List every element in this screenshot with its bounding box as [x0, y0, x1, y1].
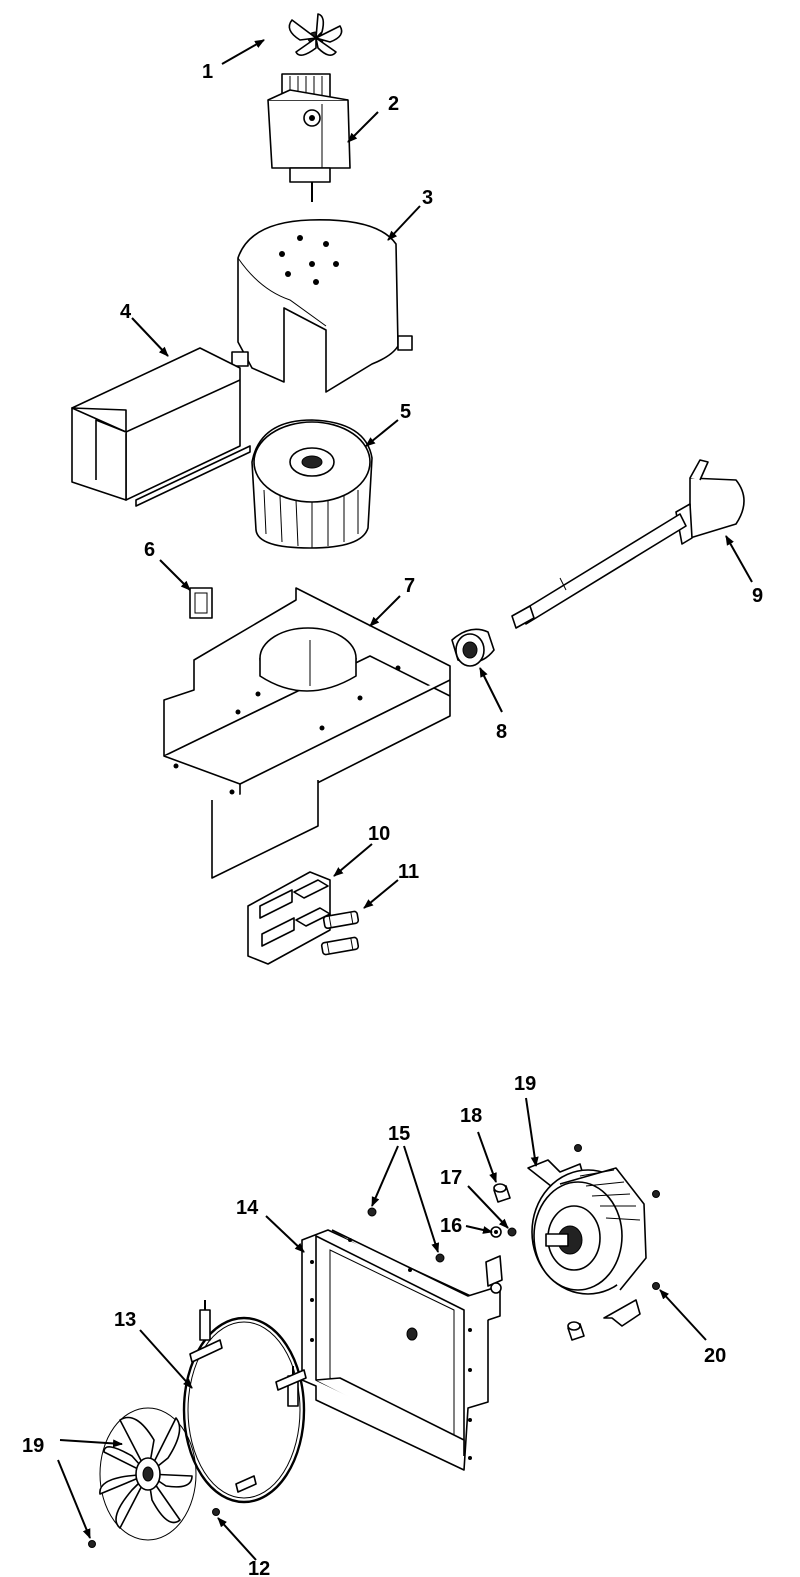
callout-5: 5: [400, 401, 411, 423]
fuses: [320, 910, 360, 956]
callout-10: 10: [368, 823, 390, 845]
small-fan-blade: [288, 13, 343, 56]
convection-motor: [527, 1159, 647, 1327]
callout-11: 11: [398, 861, 419, 883]
callout-18: 18: [460, 1105, 482, 1127]
callout-4: 4: [120, 301, 132, 323]
callout-14: 14: [236, 1197, 259, 1219]
callout-8: 8: [496, 721, 507, 743]
callout-2: 2: [388, 93, 399, 115]
convection-housing: [301, 1229, 503, 1471]
convection-fan-blade: [99, 1407, 197, 1541]
blower-wheel: [251, 419, 373, 549]
callout-9: 9: [752, 585, 763, 607]
callout-17: 17: [440, 1167, 462, 1189]
callout-16: 16: [440, 1215, 462, 1237]
callout-19-fan: 19: [22, 1435, 44, 1457]
mounting-clip: [189, 587, 213, 619]
callout-labels: 1 2 3 4 5 6 7 8 9 10 11 12 13 14 15 16 1…: [22, 61, 763, 1577]
callout-13: 13: [114, 1309, 136, 1331]
air-duct: [71, 347, 251, 507]
terminal-block: [247, 871, 331, 965]
callout-12: 12: [248, 1558, 270, 1577]
blower-housing: [231, 219, 413, 393]
callout-3: 3: [422, 187, 433, 209]
leader-lines: [57, 39, 753, 1561]
power-cord-probe: [511, 459, 745, 629]
callout-1: 1: [202, 61, 213, 83]
callout-7: 7: [404, 575, 415, 597]
spacers: [493, 1183, 585, 1341]
fan-motor: [267, 73, 351, 202]
callout-20: 20: [704, 1345, 726, 1367]
base-plate: [163, 587, 451, 879]
callout-19-motor: 19: [514, 1073, 536, 1095]
heating-element: [182, 1300, 307, 1504]
screws: [88, 1144, 660, 1548]
callout-15: 15: [388, 1123, 410, 1145]
grommet: [451, 628, 495, 667]
callout-6: 6: [144, 539, 155, 561]
